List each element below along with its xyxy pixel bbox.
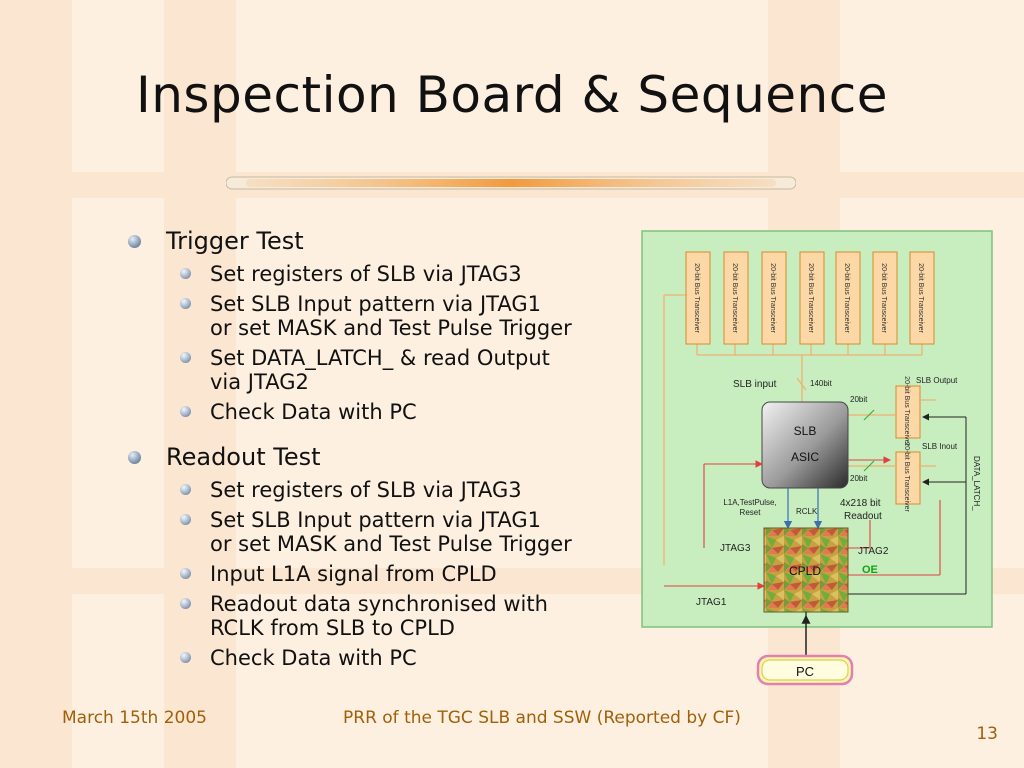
bus-transceiver-2: [723, 251, 749, 345]
bus-transceiver-3: [761, 251, 787, 345]
bus-transceiver-7: [909, 251, 935, 345]
transceiver-label: 20-bit Bus Transceiver: [807, 263, 814, 333]
title-underline: [226, 176, 796, 190]
jtag2-label: JTAG2: [858, 546, 889, 557]
bullet-text: Set SLB Input pattern via JTAG1: [210, 292, 541, 316]
sub-bullet-icon: [180, 352, 191, 363]
bullet-text: Set SLB Input pattern via JTAG1: [210, 508, 541, 532]
data-latch-label: DATA_LATCH_: [972, 456, 981, 511]
bullet-text: Readout data synchronised with: [210, 592, 548, 616]
bullet-text: Set registers of SLB via JTAG3: [210, 262, 522, 286]
bullet-text: Check Data with PC: [210, 646, 417, 670]
oe-label: OE: [862, 564, 878, 576]
rclk-wires: [783, 488, 823, 530]
bullet-icon: [128, 235, 141, 248]
transceiver-label: 20-bit Bus Transceiver: [880, 263, 887, 333]
sub-bullet-icon: [180, 598, 191, 609]
bits-20-label: 20bit: [850, 474, 868, 483]
bullet-text: Input L1A signal from CPLD: [210, 562, 497, 586]
bullet-text-cont: RCLK from SLB to CPLD: [210, 616, 455, 640]
slide-title: Inspection Board & Sequence: [135, 66, 888, 124]
l1a-label: L1A,TestPulse,: [723, 498, 776, 507]
bullet-text: Set registers of SLB via JTAG3: [210, 478, 522, 502]
bullet-text-cont: or set MASK and Test Pulse Trigger: [210, 532, 572, 556]
background-band: [0, 0, 72, 768]
l1a-label: Reset: [740, 508, 762, 517]
bullet-text-cont: via JTAG2: [210, 370, 309, 394]
transceiver-label: 20-bit Bus Transceiver: [731, 263, 738, 333]
transceiver-label: 20-bit Bus Transceiver: [843, 263, 850, 333]
bus-width-tick: [863, 409, 875, 421]
bus-width-tick: [863, 460, 875, 472]
slb-output-label: SLB Output: [916, 376, 958, 385]
bus-transceiver-1: [685, 251, 711, 345]
transceiver-group: 20-bit Bus Transceiver 20-bit Bus Transc…: [685, 251, 935, 345]
readout-label: 4x218 bit: [840, 498, 881, 509]
bus-transceiver-5: [835, 251, 861, 345]
transceiver-label: 20-bit Bus Transceiver: [693, 263, 700, 333]
sub-bullet-icon: [180, 406, 191, 417]
transceiver-label: 20-bit Bus Transceiver: [903, 376, 910, 446]
transceiver-label: 20-bit Bus Transceiver: [769, 263, 776, 333]
output-transceiver: [895, 385, 921, 439]
bits-20-label: 20bit: [850, 395, 868, 404]
rclk-label: RCLK: [796, 507, 818, 516]
background-band: [164, 0, 236, 768]
asic-label: SLB: [794, 424, 817, 438]
cpld-chip: [763, 527, 849, 613]
page-number: 13: [976, 724, 998, 744]
bullet-icon: [128, 451, 141, 464]
jtag3-label: JTAG3: [720, 543, 751, 554]
bullet-text-cont: or set MASK and Test Pulse Trigger: [210, 316, 572, 340]
footer-title: PRR of the TGC SLB and SSW (Reported by …: [343, 708, 741, 728]
sub-bullet-icon: [180, 568, 191, 579]
transceiver-label: 20-bit Bus Transceiver: [903, 442, 910, 512]
bullet-list: Trigger Test Set registers of SLB via JT…: [128, 226, 628, 688]
bus-transceiver-6: [872, 251, 898, 345]
sub-bullet-icon: [180, 268, 191, 279]
sub-bullet-icon: [180, 514, 191, 525]
input-bus-wires: [663, 294, 923, 565]
footer-date: March 15th 2005: [62, 708, 207, 728]
sub-bullet-icon: [180, 652, 191, 663]
sub-bullet-icon: [180, 484, 191, 495]
slb-asic-chip: [761, 401, 849, 489]
sub-bullet-icon: [180, 298, 191, 309]
transceiver-label: 20-bit Bus Transceiver: [917, 263, 924, 333]
control-wires: [664, 456, 941, 590]
asic-output-wires: [848, 399, 936, 467]
readout-label: Readout: [844, 511, 882, 522]
bullet-text: Set DATA_LATCH_ & read Output: [210, 346, 550, 370]
slb-inout-label: SLB Inout: [922, 442, 958, 451]
jtag1-label: JTAG1: [696, 597, 727, 608]
asic-label: ASIC: [791, 450, 819, 464]
bus-transceiver-4: [799, 251, 825, 345]
bits-140-label: 140bit: [810, 379, 833, 388]
section-heading: Trigger Test: [166, 227, 304, 255]
inspection-board-diagram: 20-bit Bus Transceiver 20-bit Bus Transc…: [641, 230, 993, 686]
section-trigger-test: Trigger Test Set registers of SLB via JT…: [128, 226, 628, 424]
pc-box: PC: [756, 654, 854, 686]
pc-label: PC: [796, 664, 814, 679]
bus-width-tick: [796, 377, 807, 391]
slb-input-label: SLB input: [733, 379, 777, 390]
inout-transceiver: [895, 451, 921, 505]
section-heading: Readout Test: [166, 443, 321, 471]
bullet-text: Check Data with PC: [210, 400, 417, 424]
section-readout-test: Readout Test Set registers of SLB via JT…: [128, 442, 628, 670]
cpld-label: CPLD: [789, 564, 821, 578]
